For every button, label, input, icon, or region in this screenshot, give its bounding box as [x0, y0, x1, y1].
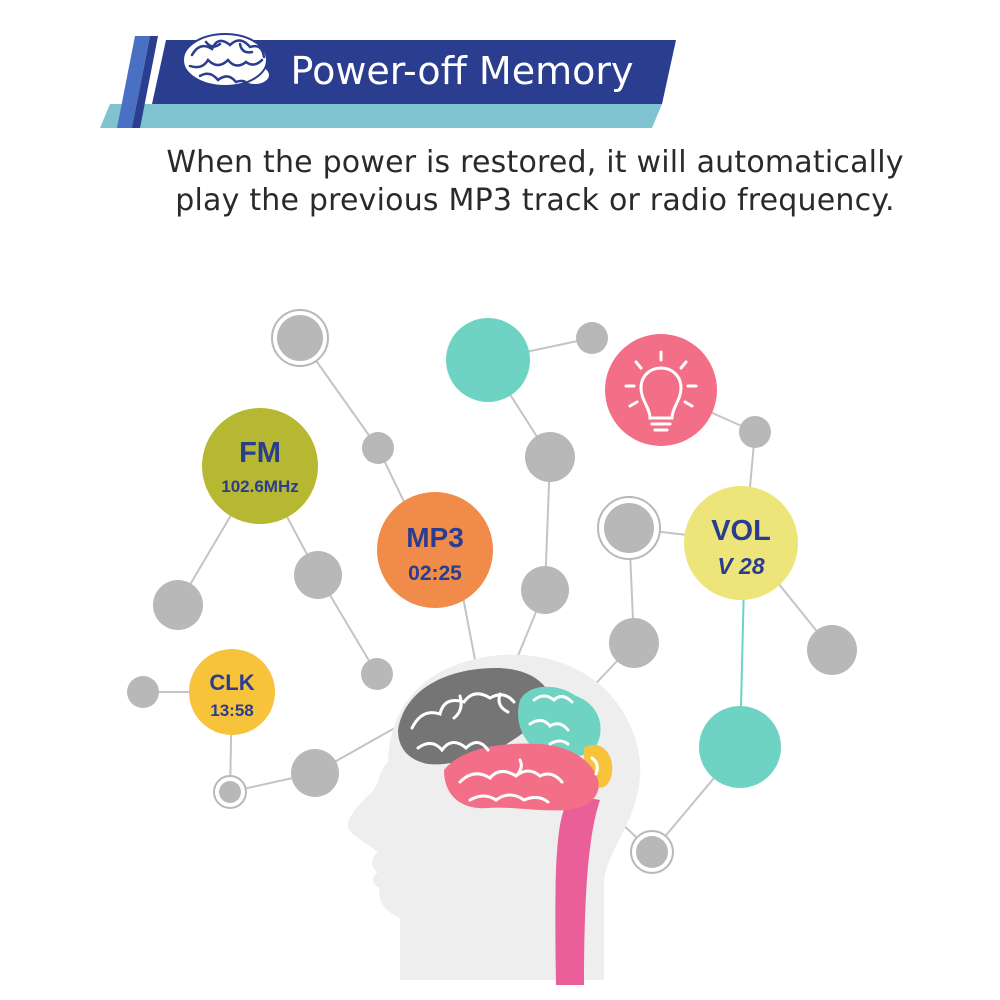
fm-title: FM [239, 437, 281, 469]
mp3-node: MP3 02:25 [377, 492, 493, 608]
lightbulb-icon [624, 350, 698, 432]
brain-icon [182, 33, 269, 90]
vol-level: V 28 [717, 553, 765, 579]
clk-node: CLK 13:58 [189, 649, 275, 735]
banner-stripe-2 [132, 36, 158, 128]
fm-frequency: 102.6MHz [221, 477, 298, 496]
fm-node: FM 102.6MHz [202, 408, 318, 524]
description-line-2: play the previous MP3 track or radio fre… [175, 183, 895, 218]
clk-time: 13:58 [210, 701, 253, 720]
teal-node-bottom [699, 706, 781, 788]
teal-node-top [446, 318, 530, 402]
gray-nodes [127, 309, 857, 874]
banner-title: Power-off Memory [291, 49, 634, 93]
vol-node: VOL V 28 [684, 486, 798, 600]
clk-title: CLK [209, 670, 254, 695]
bulb-node [605, 334, 717, 446]
brain-illustration [398, 668, 613, 985]
vol-title: VOL [711, 515, 771, 547]
mp3-time: 02:25 [408, 562, 462, 585]
banner-stripe-1 [117, 36, 150, 128]
banner: Power-off Memory [100, 33, 676, 128]
description-line-1: When the power is restored, it will auto… [166, 145, 904, 180]
banner-bar [152, 40, 676, 104]
mp3-title: MP3 [406, 522, 464, 553]
banner-underline [100, 104, 662, 128]
